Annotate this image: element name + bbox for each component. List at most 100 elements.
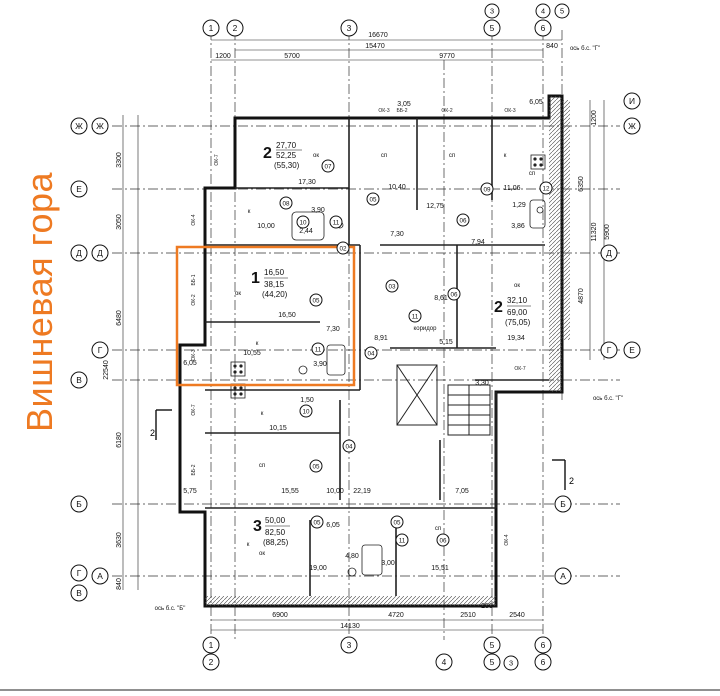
svg-text:10,00: 10,00 [257, 223, 275, 230]
dim-bottom-4720: 4720 [388, 612, 404, 619]
svg-text:06: 06 [459, 217, 467, 224]
svg-text:4: 4 [442, 657, 447, 667]
svg-text:6: 6 [541, 657, 546, 667]
section-label-right: 2 [569, 476, 574, 486]
svg-text:3,90: 3,90 [311, 207, 325, 214]
svg-text:к: к [256, 341, 259, 347]
svg-text:5,75: 5,75 [183, 488, 197, 495]
svg-text:ОК-7: ОК-7 [514, 366, 525, 372]
svg-text:11: 11 [333, 219, 340, 226]
svg-text:10,55: 10,55 [243, 350, 261, 357]
axis-bubble-left-0: Ж [70, 117, 88, 135]
svg-text:1: 1 [209, 640, 214, 650]
opening-tags: ОК-3 ОК-2 ОК-3 ББ-2 ОК-7 ОК-4 ББ-1 ОК-2 … [191, 108, 526, 546]
dim-left-6180: 6180 [116, 432, 123, 448]
svg-text:6,05: 6,05 [326, 522, 340, 529]
axis-bubble-bottom-sub-5: 5 [483, 653, 501, 671]
dimension-lines [122, 39, 605, 631]
axis-bubble-bottom-sub-2: 2 [202, 653, 220, 671]
svg-text:12,75: 12,75 [426, 203, 444, 210]
axis-grid [112, 30, 620, 650]
svg-text:сп: сп [449, 153, 455, 159]
apt-area-b-3: 69,00 [507, 308, 528, 317]
svg-text:5,15: 5,15 [439, 339, 453, 346]
axis-bubble-top-sub-4: 4 [535, 3, 551, 19]
apt-area-a-4: 50,00 [265, 516, 286, 525]
room-marker-18: 05 [310, 515, 324, 529]
svg-text:3: 3 [347, 640, 352, 650]
dim-left-22540: 22540 [103, 360, 110, 380]
svg-text:22,19: 22,19 [353, 488, 371, 495]
svg-text:ОК-3: ОК-3 [191, 349, 197, 360]
svg-text:ОК-4: ОК-4 [504, 534, 510, 545]
svg-text:Д: Д [606, 248, 612, 258]
svg-text:сп: сп [259, 463, 265, 469]
svg-text:2: 2 [209, 657, 214, 667]
room-marker-5: 10 [296, 215, 310, 229]
dim-bottom-6900: 6900 [272, 612, 288, 619]
hatched-walls [205, 96, 570, 606]
apt-area-b-1: 52,25 [276, 151, 297, 160]
svg-text:11: 11 [412, 313, 419, 320]
axis-bubble-bottom-extra: 3 [503, 655, 519, 671]
svg-text:7,30: 7,30 [390, 231, 404, 238]
section-cut [155, 409, 566, 490]
dim-bottom-14130: 14130 [340, 623, 360, 630]
room-marker-0: 05 [366, 192, 380, 206]
svg-text:12: 12 [542, 185, 550, 192]
room-marker-4: 08 [279, 196, 293, 210]
svg-text:ББ-2: ББ-2 [396, 108, 407, 114]
room-codes: ок сп сп к к ок ок к к сп сп ок к сп кор… [235, 153, 535, 557]
room-marker-7: 12 [539, 181, 553, 195]
svg-text:11: 11 [399, 537, 406, 544]
dim-top-840: 840 [546, 43, 558, 50]
svg-text:6,05: 6,05 [529, 99, 543, 106]
room-marker-17: 04 [342, 439, 356, 453]
axis-bubble-left-5: Г [70, 564, 88, 582]
svg-text:Б: Б [76, 499, 82, 509]
axis-bubble-top-1: 1 [202, 19, 220, 37]
svg-text:4,80: 4,80 [345, 553, 359, 560]
svg-text:ОК-7: ОК-7 [214, 154, 220, 165]
svg-text:02: 02 [339, 245, 347, 252]
svg-text:Г: Г [98, 345, 103, 355]
apt-num-3: 2 [494, 299, 503, 316]
apt-area-c-2: (44,20) [262, 290, 288, 299]
axis-bubble-top-5: 5 [483, 19, 501, 37]
svg-text:ОК-2: ОК-2 [441, 108, 452, 114]
room-marker-15: 11 [311, 342, 325, 356]
svg-text:05: 05 [393, 519, 401, 526]
svg-text:3: 3 [509, 659, 513, 668]
axis-bubble-right-6: А [554, 567, 572, 585]
svg-text:3,90: 3,90 [313, 361, 327, 368]
svg-text:6: 6 [541, 640, 546, 650]
svg-text:05: 05 [312, 297, 320, 304]
room-areas: 17,30 10,40 12,75 11,06 10,00 3,90 2,44 … [183, 99, 543, 572]
svg-text:04: 04 [345, 443, 353, 450]
svg-text:8,91: 8,91 [374, 335, 388, 342]
room-marker-6: 11 [329, 215, 343, 229]
apt-area-c-1: (55,30) [274, 161, 300, 170]
axis-bubble-top-sub-3: 3 [484, 3, 500, 19]
axis-bubble-right-4: Е [623, 341, 641, 359]
axis-bubble-left-3: В [70, 371, 88, 389]
apt-num-4: 3 [253, 518, 262, 535]
svg-text:16,50: 16,50 [278, 312, 296, 319]
svg-text:5: 5 [490, 23, 495, 33]
svg-text:5: 5 [490, 640, 495, 650]
dim-left-6480: 6480 [116, 310, 123, 326]
svg-text:И: И [629, 96, 635, 106]
dim-top-5700: 5700 [284, 53, 300, 60]
apt-num-2: 1 [251, 270, 260, 287]
dim-note-3: ось б.с. "Б" [155, 606, 186, 612]
svg-text:2: 2 [233, 23, 238, 33]
svg-text:08: 08 [282, 200, 290, 207]
svg-text:6: 6 [541, 23, 546, 33]
dim-right-5900: 5900 [604, 224, 611, 240]
room-marker-12: 11 [408, 309, 422, 323]
dim-right-11320: 11320 [591, 222, 598, 241]
room-marker-21: 11 [395, 533, 409, 547]
highlight-apartment-1 [175, 245, 356, 387]
